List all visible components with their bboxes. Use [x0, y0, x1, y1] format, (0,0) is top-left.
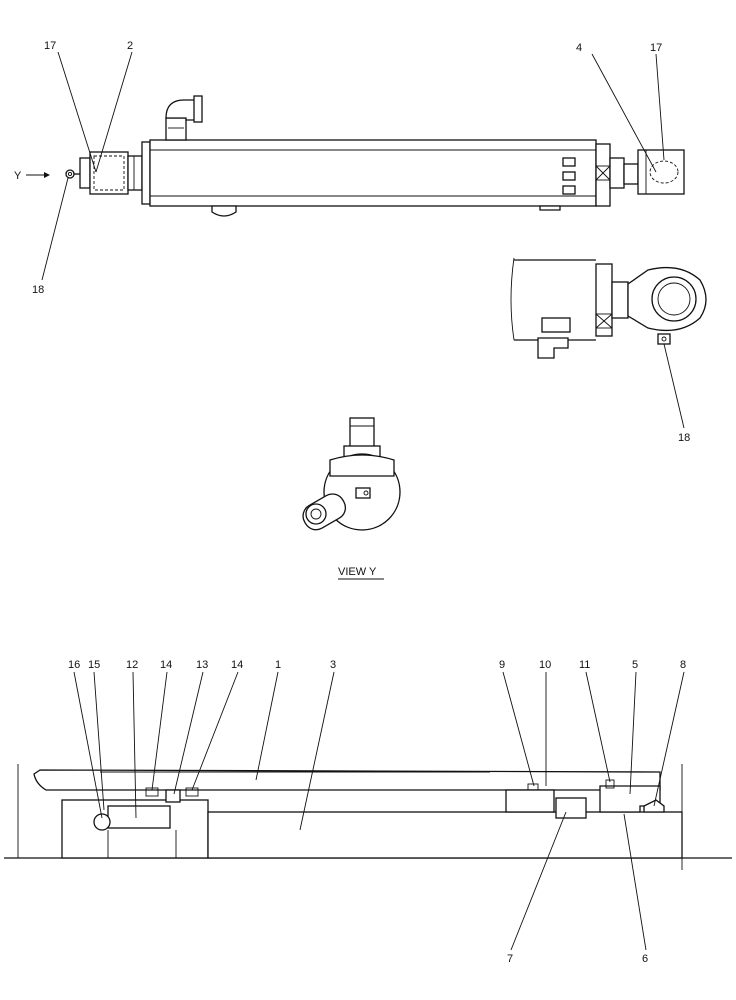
callout-8: 8 [680, 659, 686, 671]
head-end-clevis [79, 151, 143, 195]
view-y-drawing [302, 417, 401, 531]
cylinder-section-view [4, 764, 732, 870]
callout-6: 6 [642, 953, 648, 965]
callout-9: 9 [499, 659, 505, 671]
callout-18-left: 18 [32, 284, 44, 296]
bottom-lug-left [211, 205, 237, 217]
callout-13: 13 [196, 659, 208, 671]
callout-17-right: 17 [650, 42, 662, 54]
gland-head [595, 143, 625, 207]
bottom-lug-right [539, 205, 561, 211]
callout-2: 2 [127, 40, 133, 52]
callout-12: 12 [126, 659, 138, 671]
cylinder-tube [141, 139, 597, 207]
rod-end-detail [510, 257, 707, 429]
rod-eye [623, 149, 685, 195]
callout-1: 1 [275, 659, 281, 671]
callout-5: 5 [632, 659, 638, 671]
section-leaders [73, 671, 685, 951]
callout-17-left: 17 [44, 40, 56, 52]
callout-16: 16 [68, 659, 80, 671]
view-y-arrow-label: Y [14, 170, 22, 182]
port-elbow-fitting [165, 95, 203, 141]
callout-11: 11 [579, 659, 590, 671]
callout-14a: 14 [160, 659, 172, 671]
tube-slots [562, 157, 576, 195]
callout-3: 3 [330, 659, 336, 671]
cylinder-side-view: Y [14, 95, 685, 217]
upper-leaders [41, 51, 665, 281]
callout-7: 7 [507, 953, 513, 965]
view-y-title: VIEW Y [338, 566, 377, 578]
callout-18-right: 18 [678, 432, 690, 444]
view-y-arrow [26, 172, 50, 178]
callout-4: 4 [576, 42, 582, 54]
callout-14b: 14 [231, 659, 243, 671]
callout-15: 15 [88, 659, 100, 671]
callout-10: 10 [539, 659, 551, 671]
